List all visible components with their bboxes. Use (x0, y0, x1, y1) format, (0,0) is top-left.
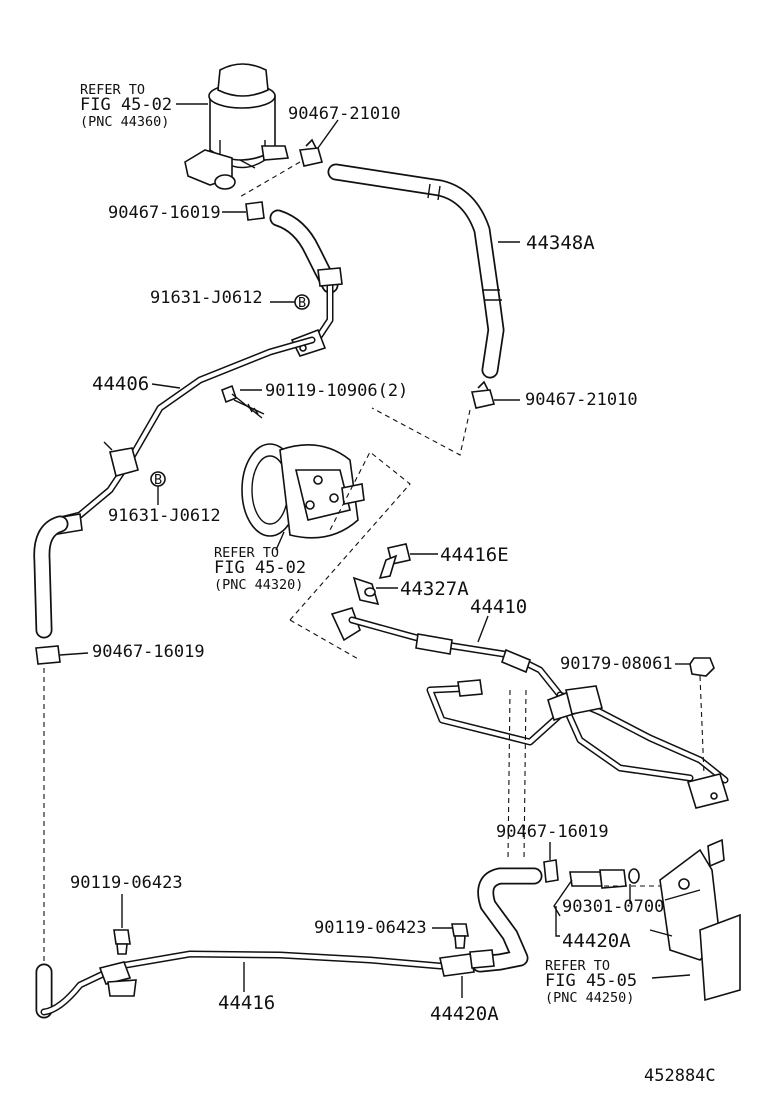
refer-pump-line-2: FIG 45-02 (214, 558, 306, 578)
label-tube-44416: 44416 (218, 992, 275, 1014)
refer-gear-callout: REFER TO FIG 45-05 (PNC 44250) (545, 958, 691, 1006)
label-union-90301: 90301-07009 (562, 897, 675, 917)
label-bolt-b-mid: 91631-J0612 (108, 506, 221, 526)
label-bolt-left: 90119-06423 (70, 873, 183, 893)
tube-44416-drawing (35, 949, 495, 1019)
label-tube-44420a-bottom: 44420A (430, 1003, 499, 1025)
label-bolt-44416e: 44416E (440, 544, 509, 566)
label-bolt-b-top: 91631-J0612 (150, 288, 263, 308)
refer-reservoir-line-2: FIG 45-02 (80, 95, 172, 115)
bolt-44416e-icon (378, 543, 411, 580)
refer-gear-line-2: FIG 45-05 (545, 971, 637, 991)
bolt-b-mid-marker: B (154, 472, 162, 488)
label-clip-mid: 90467-21010 (525, 390, 638, 410)
steering-gear-drawing (649, 838, 741, 1002)
refer-reservoir-line-3: (PNC 44360) (80, 114, 169, 130)
bolt-b-mid-icon: B (150, 471, 166, 488)
nut-90179-icon (689, 657, 715, 677)
label-tube-44410: 44410 (470, 596, 527, 618)
gasket-44327a-icon (352, 576, 380, 606)
clip-top-icon (299, 138, 324, 167)
label-clamp-low: 90467-16019 (496, 822, 609, 842)
pump-bolt-icon (221, 384, 265, 419)
label-bolt-right: 90119-06423 (314, 918, 427, 938)
clamp-low-icon (543, 859, 559, 883)
reservoir-drawing (184, 63, 290, 190)
bolt-b-top-icon: B (294, 294, 310, 311)
label-gasket-44327a: 44327A (400, 578, 469, 600)
return-hose-drawing (327, 163, 505, 379)
label-clip-top: 90467-21010 (288, 104, 401, 124)
bolt-b-top-marker: B (298, 295, 306, 311)
clamp-top-left-icon (245, 201, 265, 221)
tube-44406-drawing (33, 336, 316, 639)
refer-gear-line-3: (PNC 44250) (545, 990, 634, 1006)
refer-reservoir-line-1: REFER TO (80, 82, 145, 98)
suction-hose-top-drawing (269, 209, 343, 357)
clamp-left-low-icon (35, 645, 61, 665)
refer-reservoir-callout: REFER TO FIG 45-02 (PNC 44360) (80, 82, 208, 130)
bolt-right-icon (451, 923, 469, 949)
refer-pump-line-1: REFER TO (214, 545, 279, 561)
refer-pump-line-3: (PNC 44320) (214, 577, 303, 593)
bolt-left-icon (113, 929, 131, 955)
refer-gear-line-1: REFER TO (545, 958, 610, 974)
pump-drawing (241, 443, 365, 539)
label-tube-44406: 44406 (92, 373, 149, 395)
label-clamp-left-low: 90467-16019 (92, 642, 205, 662)
lower-hose-drawing (471, 867, 543, 973)
figure-code: 452884C (644, 1066, 716, 1086)
refer-pump-callout: REFER TO FIG 45-02 (PNC 44320) (214, 531, 306, 593)
clip-mid-icon (471, 380, 496, 409)
tube-44410-drawing (330, 607, 730, 809)
label-nut-90179: 90179-08061 (560, 654, 673, 674)
label-hose-return: 44348A (526, 232, 595, 254)
label-bolt-pump: 90119-10906(2) (265, 381, 408, 401)
label-tube-44420a-right: 44420A (562, 930, 631, 952)
union-90301-icon (569, 868, 640, 889)
label-clamp-top-left: 90467-16019 (108, 203, 221, 223)
